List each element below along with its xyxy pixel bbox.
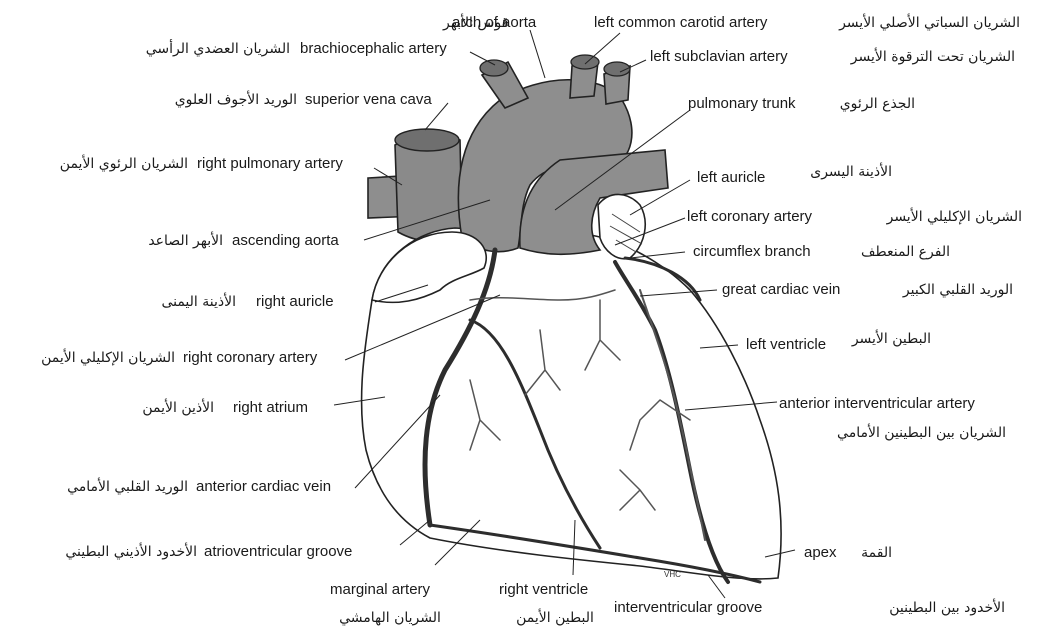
label-left-subclavian-ar: الشريان تحت الترقوة الأيسر <box>850 47 1015 65</box>
label-right-auricle: right auricle <box>256 293 334 310</box>
label-right-coronary-artery: right coronary artery <box>183 349 318 366</box>
left-common-carotid-opening <box>571 55 599 69</box>
label-atrioventricular-groove-ar: الأخدود الأذيني البطيني <box>65 542 197 560</box>
label-right-ventricle-ar: البطين الأيمن <box>516 608 594 626</box>
label-anterior-cardiac-vein-ar: الوريد القلبي الأمامي <box>67 477 188 495</box>
label-arch-of-aorta: arch of aorta <box>452 14 537 31</box>
label-brachiocephalic: brachiocephalic artery <box>300 40 447 57</box>
label-left-auricle: left auricle <box>697 169 765 186</box>
label-right-coronary-artery-ar: الشريان الإكليلي الأيمن <box>41 348 175 366</box>
label-pulmonary-trunk-ar: الجذع الرئوي <box>840 96 915 112</box>
label-left-coronary-artery-ar: الشريان الإكليلي الأيسر <box>886 207 1022 225</box>
label-anterior-interventricular-artery: anterior interventricular artery <box>779 395 975 412</box>
label-superior-vena-cava: superior vena cava <box>305 91 432 108</box>
label-left-ventricle: left ventricle <box>746 336 826 353</box>
label-ascending-aorta-ar: الأبهر الصاعد <box>148 231 223 249</box>
label-marginal-artery: marginal artery <box>330 581 431 598</box>
label-left-ventricle-ar: البطين الأيسر <box>851 329 931 347</box>
label-interventricular-groove-ar: الأخدود بين البطينين <box>889 598 1005 616</box>
label-anterior-interventricular-artery-ar: الشريان بين البطينين الأمامي <box>837 423 1006 441</box>
label-left-subclavian: left subclavian artery <box>650 48 788 65</box>
artist-signature: VHC <box>664 570 681 579</box>
label-right-atrium: right atrium <box>233 399 308 416</box>
label-right-pulmonary-artery: right pulmonary artery <box>197 155 343 172</box>
label-great-cardiac-vein: great cardiac vein <box>722 281 840 298</box>
label-great-cardiac-vein-ar: الوريد القلبي الكبير <box>902 282 1013 298</box>
label-apex: apex <box>804 544 837 561</box>
label-apex-ar: القمة <box>861 545 892 561</box>
label-right-auricle-ar: الأذينة اليمنى <box>161 292 236 310</box>
label-interventricular-groove: interventricular groove <box>614 599 762 616</box>
label-right-pulmonary-artery-ar: الشريان الرئوي الأيمن <box>60 154 188 172</box>
label-left-auricle-ar: الأذينة اليسرى <box>810 162 892 180</box>
label-superior-vena-cava-ar: الوريد الأجوف العلوي <box>175 90 297 108</box>
superior-vena-cava-opening <box>395 129 459 151</box>
label-left-common-carotid: left common carotid artery <box>594 14 768 31</box>
label-circumflex-branch: circumflex branch <box>693 243 811 260</box>
label-ascending-aorta: ascending aorta <box>232 232 339 249</box>
label-circumflex-branch-ar: الفرع المنعطف <box>861 244 950 260</box>
label-right-ventricle: right ventricle <box>499 581 588 598</box>
label-right-atrium-ar: الأذين الأيمن <box>142 398 214 416</box>
label-anterior-cardiac-vein: anterior cardiac vein <box>196 478 331 495</box>
label-marginal-artery-ar: الشريان الهامشي <box>339 610 441 626</box>
label-pulmonary-trunk: pulmonary trunk <box>688 95 796 112</box>
heart-illustration <box>362 55 782 582</box>
label-left-coronary-artery: left coronary artery <box>687 208 813 225</box>
label-brachiocephalic-ar: الشريان العضدي الرأسي <box>146 39 290 57</box>
label-atrioventricular-groove: atrioventricular groove <box>204 543 352 560</box>
label-left-common-carotid-ar: الشريان السباتي الأصلي الأيسر <box>838 13 1020 31</box>
brachiocephalic-artery-opening <box>480 60 508 76</box>
